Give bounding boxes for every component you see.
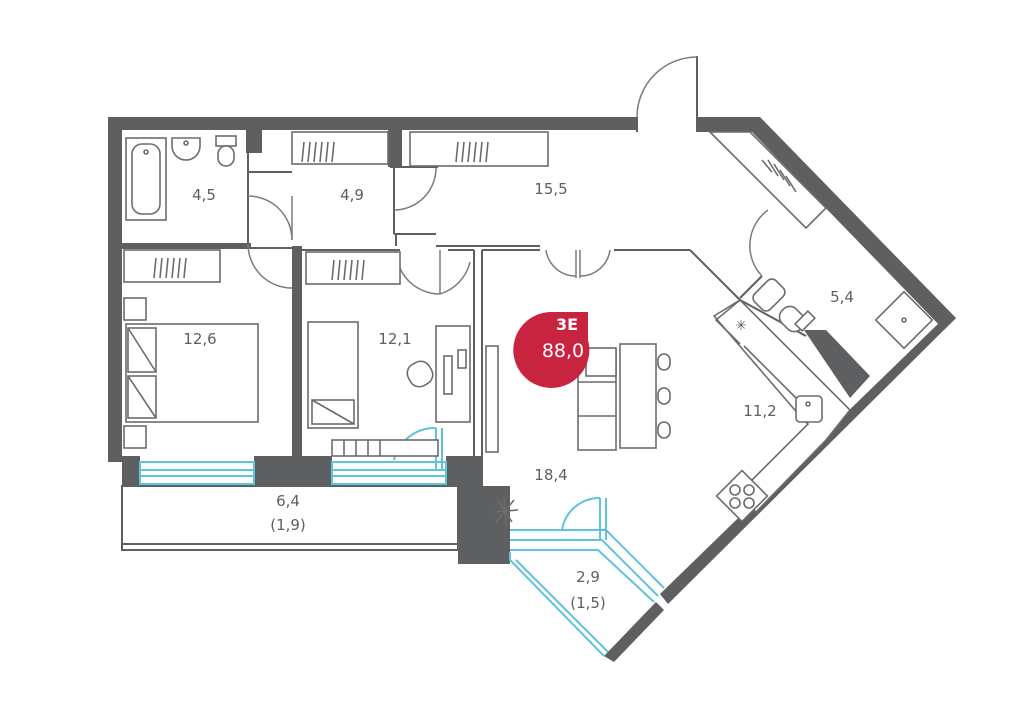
svg-text:✳: ✳	[735, 318, 747, 334]
room-area-bath-2: 5,4	[830, 288, 854, 306]
wardrobe-icon	[291, 131, 389, 165]
bathtub-icon	[125, 137, 167, 221]
dining-table-icon	[619, 343, 671, 449]
chair-icon	[406, 360, 434, 388]
radiator-icon	[331, 439, 439, 457]
room-area-balcony-2: 2,9	[576, 568, 600, 586]
stove-icon	[715, 469, 769, 523]
exterior-walls	[108, 117, 956, 662]
apartment-badge: 3E 88,0	[513, 312, 590, 388]
room-area-kitchen: 11,2	[743, 402, 776, 420]
furniture: ✳	[123, 131, 934, 527]
room-area-balcony-1: 6,4	[276, 492, 300, 510]
plant-icon	[493, 497, 519, 527]
entrance-door	[636, 56, 698, 132]
sofa-icon	[577, 347, 617, 451]
shower-icon	[874, 290, 934, 350]
room-area-living: 18,4	[534, 466, 567, 484]
fridge-icon: ✳	[735, 318, 747, 334]
tv-icon	[485, 345, 499, 453]
sink-icon	[171, 137, 201, 161]
room-area-hallway: 15,5	[534, 180, 567, 198]
badge-shape	[513, 312, 590, 388]
wardrobe-hallway-icon	[409, 131, 549, 167]
room-labels: 4,5 4,9 15,5 5,4 12,6 12,1 11,2 18,4 6,4…	[183, 180, 854, 612]
windows	[139, 461, 665, 657]
room-area-bedroom-2: 12,1	[378, 330, 411, 348]
wardrobe-diagonal-icon	[708, 131, 828, 230]
bedroom-1-wardrobe-icon	[123, 249, 221, 283]
room-area-bathroom: 4,5	[192, 186, 216, 204]
room-area-hall-closet: 4,9	[340, 186, 364, 204]
toilet-icon	[215, 135, 237, 167]
room-area-bedroom-1: 12,6	[183, 330, 216, 348]
bedroom-2-wardrobe-icon	[305, 251, 401, 285]
room-reduced-area-balcony-1: (1,9)	[270, 516, 306, 534]
bed-icon	[123, 297, 259, 449]
bath-2-toilet-icon	[778, 305, 817, 333]
kitchen-sink-icon	[795, 395, 823, 423]
balcony-1-outline	[121, 485, 459, 551]
bath-2-sink-icon	[752, 278, 786, 312]
desk-icon	[435, 325, 471, 423]
interior-walls	[121, 117, 870, 564]
badge-code: 3E	[556, 315, 578, 334]
badge-total-area: 88,0	[542, 340, 584, 362]
single-bed-icon	[307, 321, 359, 429]
room-reduced-area-balcony-2: (1,5)	[570, 594, 606, 612]
